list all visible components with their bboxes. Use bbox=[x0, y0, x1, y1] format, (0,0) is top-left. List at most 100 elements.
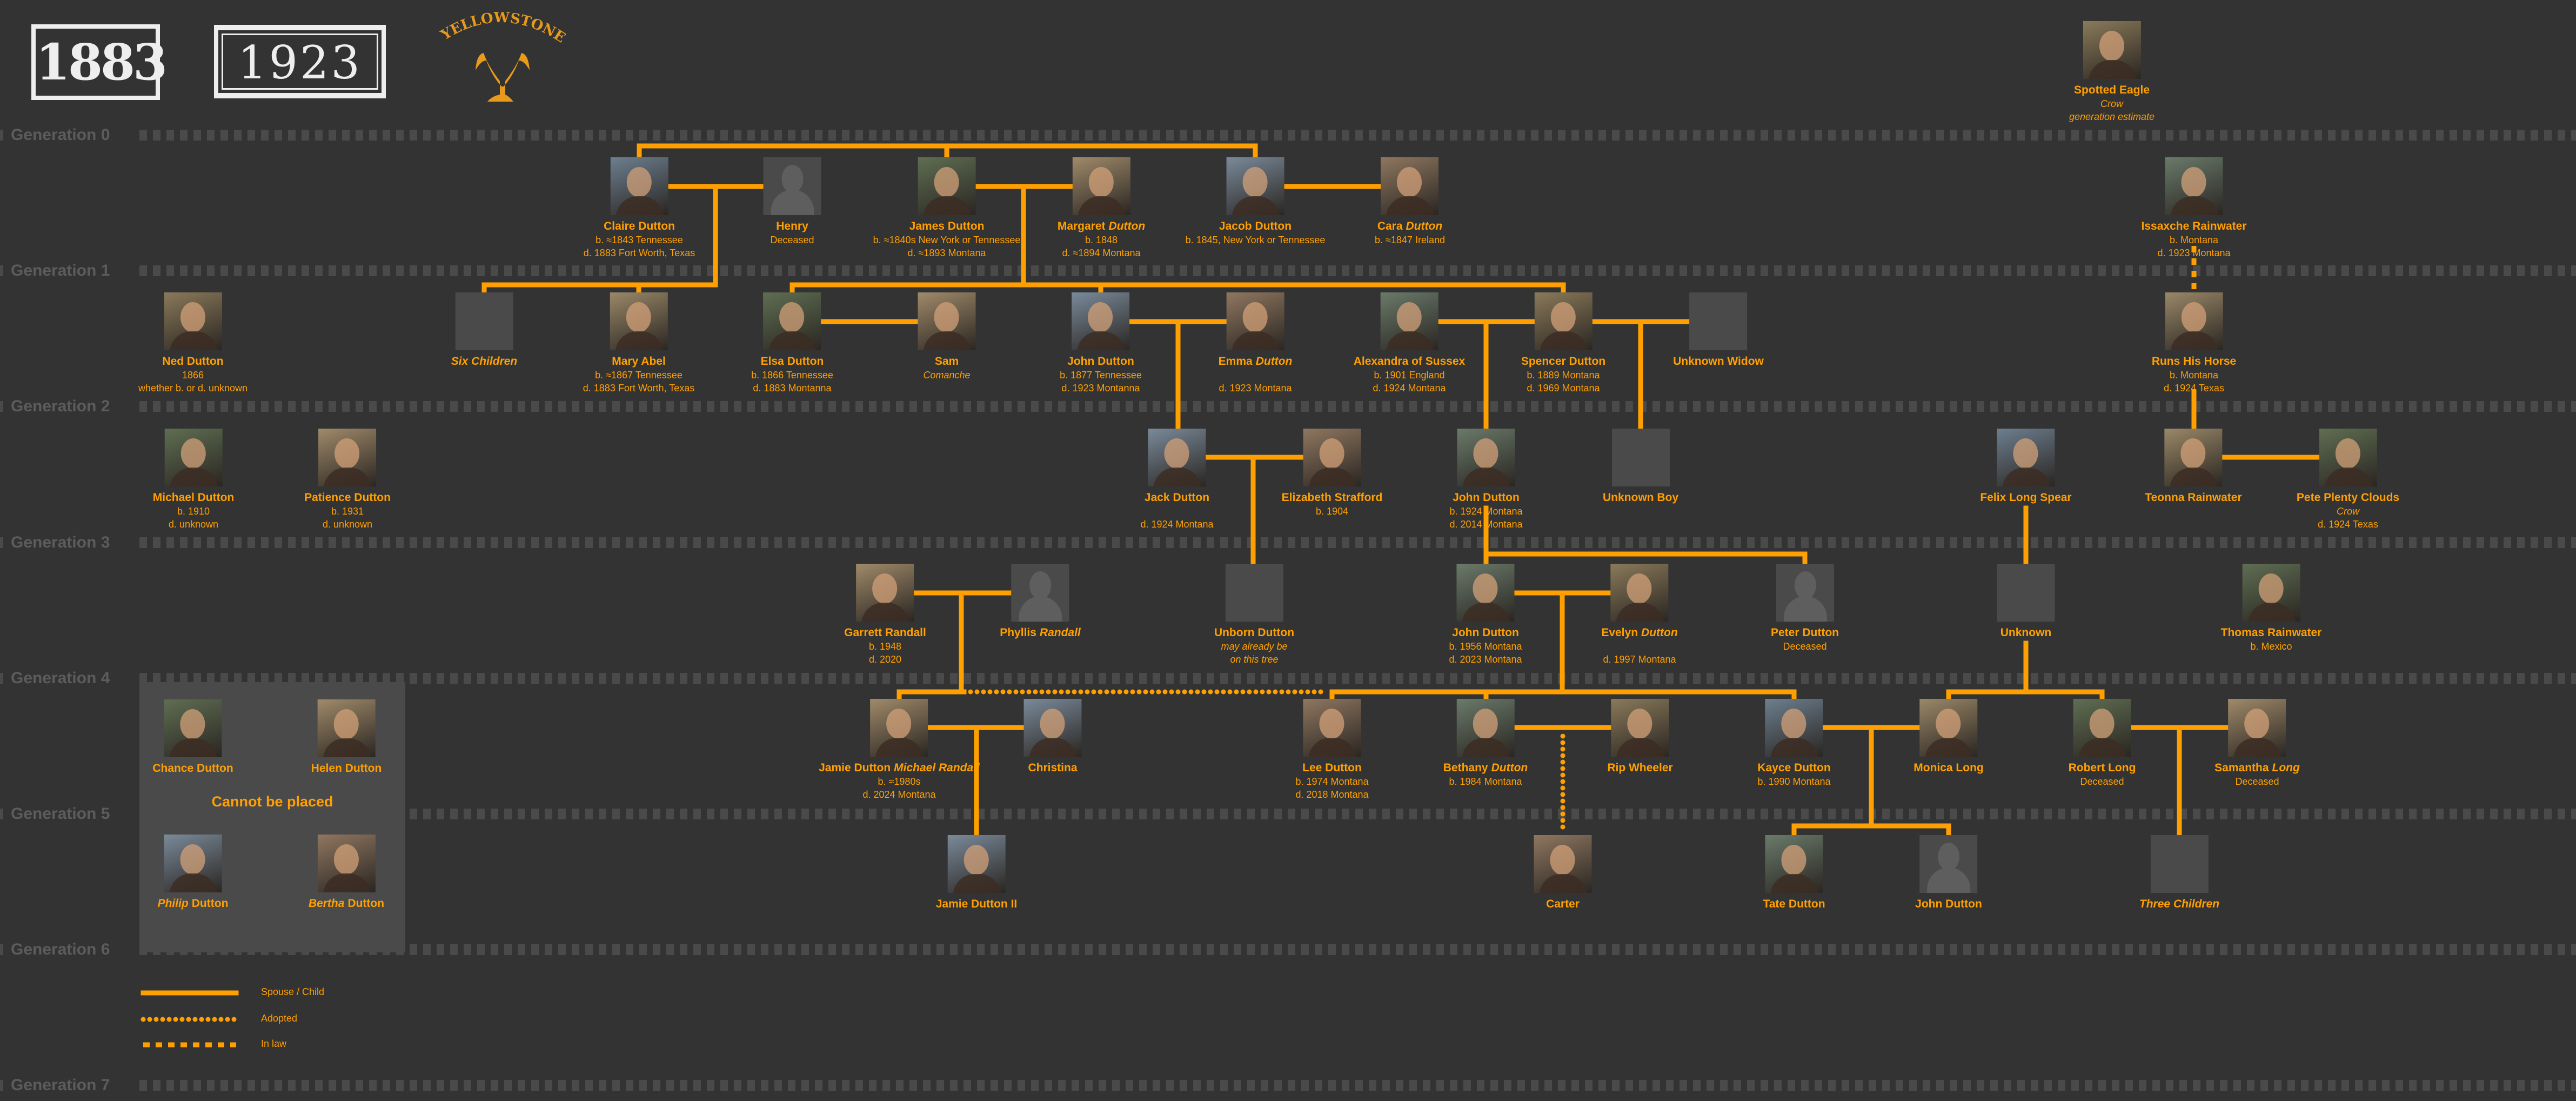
person-detail: d. 1924 Texas bbox=[2318, 519, 2378, 530]
person-name-italic: Bertha bbox=[308, 897, 345, 910]
person-name-italic: Long bbox=[2272, 762, 2300, 774]
person-name-text: Bethany bbox=[1443, 762, 1488, 774]
person-name-text: John Dutton bbox=[1915, 898, 1982, 910]
portrait-photo bbox=[870, 699, 928, 757]
person-detail bbox=[1219, 369, 1293, 382]
person-card[interactable]: Unknown Widow bbox=[1673, 292, 1764, 369]
person-detail: b. ≈1840s New York or Tennessee bbox=[873, 235, 1021, 245]
person-name: Elizabeth Strafford bbox=[1282, 491, 1383, 505]
portrait-photo bbox=[1303, 429, 1361, 486]
person-card[interactable]: Six Children bbox=[451, 292, 517, 369]
person-name: Spencer Dutton bbox=[1521, 355, 1605, 369]
person-card[interactable]: Helen Dutton bbox=[311, 699, 382, 776]
person-card[interactable]: Unknown bbox=[1997, 564, 2055, 640]
person-card[interactable]: Carter bbox=[1534, 835, 1592, 911]
legend-label: Adopted bbox=[261, 1013, 298, 1024]
person-name: Henry bbox=[764, 219, 821, 233]
person-card[interactable]: Christina bbox=[1023, 699, 1082, 775]
portrait-photo bbox=[317, 699, 376, 757]
generation-band bbox=[139, 401, 2576, 412]
person-detail: b. Mexico bbox=[2250, 641, 2292, 652]
person-name: Issaxche Rainwater bbox=[2142, 219, 2247, 233]
person-name: Unborn Dutton bbox=[1214, 626, 1294, 640]
person-name-italic: Three Children bbox=[2139, 898, 2220, 910]
person-card[interactable]: Rip Wheeler bbox=[1607, 699, 1673, 775]
person-card[interactable]: John Dutton bbox=[1915, 835, 1982, 911]
person-card[interactable]: Jamie Dutton II bbox=[936, 835, 1017, 911]
person-card[interactable]: Unknown Boy bbox=[1603, 429, 1678, 505]
person-card[interactable]: James Dutton b. ≈1840s New York or Tennes… bbox=[873, 157, 1021, 259]
portrait-photo bbox=[164, 292, 222, 350]
person-name-text: Dutton bbox=[191, 897, 229, 910]
person-detail: b. 1948 bbox=[868, 641, 902, 652]
blank-placeholder bbox=[1689, 292, 1748, 350]
portrait-photo bbox=[1610, 564, 1669, 622]
blank-placeholder bbox=[1225, 564, 1283, 622]
person-name: John Dutton bbox=[1449, 626, 1522, 640]
portrait-photo bbox=[1148, 429, 1206, 486]
legend-label: In law bbox=[261, 1038, 287, 1049]
person-card[interactable]: Tate Dutton bbox=[1763, 835, 1825, 911]
person-name: Thomas Rainwater bbox=[2221, 626, 2322, 640]
person-name: John Dutton bbox=[1060, 355, 1142, 369]
person-name-text: Carter bbox=[1546, 898, 1580, 910]
person-name: Unknown bbox=[1997, 626, 2055, 640]
portrait-photo bbox=[1303, 699, 1361, 757]
generation-band bbox=[139, 809, 2576, 819]
generation-band bbox=[139, 672, 2576, 684]
portrait-photo bbox=[1534, 292, 1593, 350]
person-name: James Dutton bbox=[873, 219, 1021, 233]
person-card[interactable]: Felix Long Spear bbox=[1980, 429, 2072, 505]
person-name-text: Teonna Rainwater bbox=[2145, 491, 2242, 504]
person-detail: d. 1923 Montana bbox=[2157, 248, 2231, 258]
person-card[interactable]: Chance Dutton bbox=[152, 699, 233, 776]
person-name: Spotted Eagle bbox=[2069, 83, 2155, 97]
person-detail: b. 1904 bbox=[1315, 506, 1349, 517]
person-card[interactable]: Three Children bbox=[2139, 835, 2219, 911]
person-detail: b. ≈1843 Tennessee bbox=[596, 235, 683, 245]
portrait-photo bbox=[610, 292, 668, 350]
person-card[interactable]: Monica Long bbox=[1913, 699, 1984, 775]
person-card[interactable]: Teonna Rainwater bbox=[2145, 429, 2242, 505]
